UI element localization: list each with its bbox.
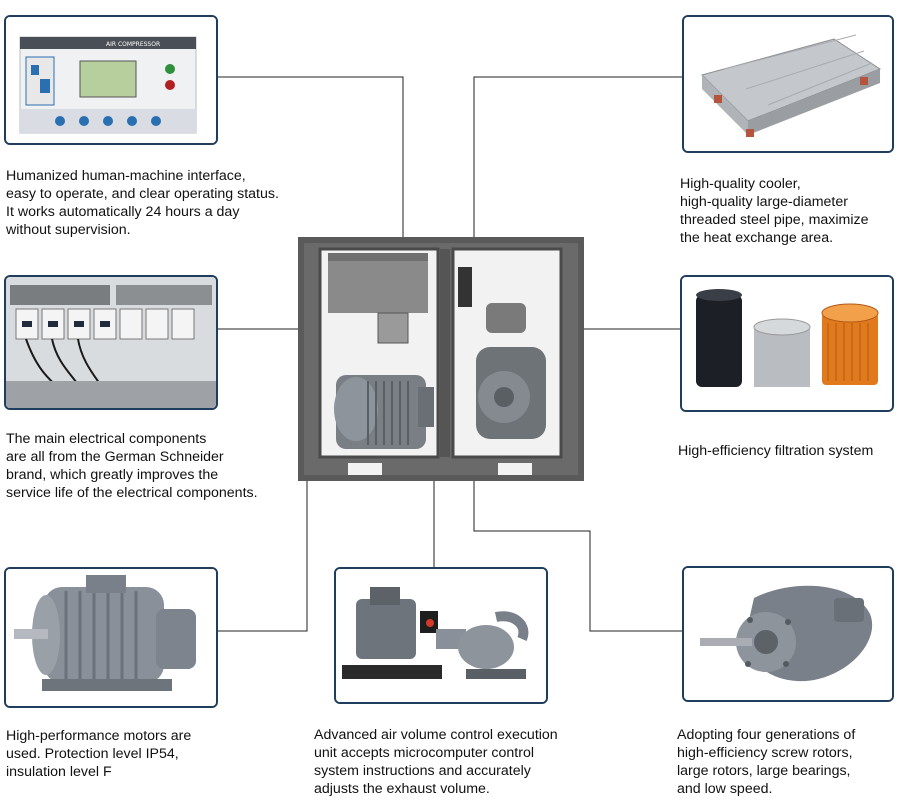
electric-motor-image <box>6 569 216 706</box>
cooler-card <box>682 15 894 153</box>
caption-filtration: High-efficiency filtration system <box>678 443 874 459</box>
electrical-cabinet-image <box>6 277 216 408</box>
cooler-image <box>684 17 892 151</box>
panel-button-icon <box>55 116 65 126</box>
control-panel-image: AIR COMPRESSOR <box>6 17 216 143</box>
electrical-card <box>4 275 218 410</box>
stop-indicator-icon <box>165 80 175 90</box>
connector-hmi <box>218 76 404 238</box>
panel-button-icon <box>127 116 137 126</box>
panel-brand-text: AIR COMPRESSOR <box>106 41 160 48</box>
caption-motor: High-performance motors are used. Protec… <box>6 728 192 780</box>
caption-electrical: The main electrical components are all f… <box>6 431 258 501</box>
connector-cooler <box>473 76 682 238</box>
caption-hmi: Humanized human-machine interface, easy … <box>6 168 279 238</box>
filtration-card <box>680 275 894 412</box>
screw-rotor-image <box>684 568 892 700</box>
panel-button-icon <box>79 116 89 126</box>
screw-rotor-card <box>682 566 894 702</box>
compressor-machine <box>298 237 584 481</box>
air-control-valve-image <box>336 569 546 702</box>
panel-button-icon <box>103 116 113 126</box>
air-control-card <box>334 567 548 704</box>
filters-image <box>682 277 892 410</box>
caption-cooler: High-quality cooler, high-quality large-… <box>680 176 869 246</box>
caption-rotors: Adopting four generations of high-effici… <box>677 727 856 797</box>
hmi-panel-card: AIR COMPRESSOR <box>4 15 218 145</box>
caption-air-control: Advanced air volume control execution un… <box>314 727 558 797</box>
motor-card <box>4 567 218 708</box>
run-indicator-icon <box>165 64 175 74</box>
panel-button-icon <box>151 116 161 126</box>
